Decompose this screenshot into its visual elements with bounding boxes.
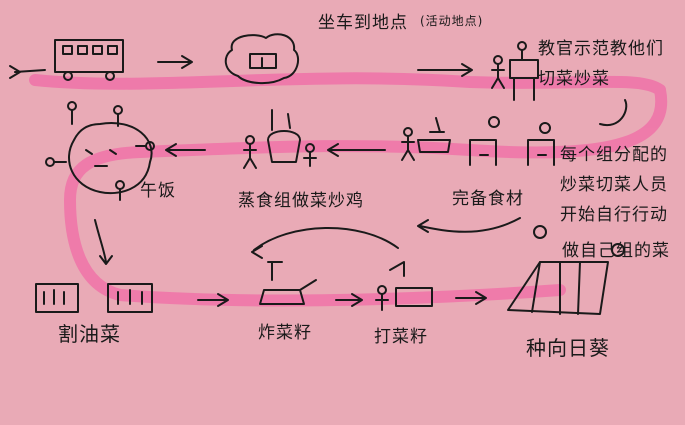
label-teacher-demo: 教官示范教他们切菜炒菜: [538, 39, 664, 89]
arrow-icon: [94, 219, 113, 265]
label-get-on-bus: 坐车到地点: [318, 13, 408, 33]
arrow-icon: [455, 291, 487, 305]
lunch-table-icon: [45, 101, 155, 201]
label-sow: 种向日葵: [526, 336, 610, 360]
label-harvest: 割油菜: [58, 322, 121, 346]
label-assign: 每个组分配的炒菜切菜人员开始自行行动: [560, 145, 668, 225]
destination-icon: [224, 33, 300, 84]
label-lunch: 午饭: [140, 181, 176, 201]
label-prepare: 完备食材: [452, 189, 524, 209]
bus-icon: [9, 39, 124, 81]
arrow-icon: [197, 293, 229, 307]
threshing-icon: [375, 261, 433, 311]
label-fry: 炸菜籽: [258, 323, 312, 343]
label-cook: 蒸食组做菜炒鸡: [238, 191, 364, 211]
frying-pan-icon: [259, 261, 317, 305]
curve-arrow-icon: [251, 227, 399, 259]
arrow-icon: [335, 293, 363, 307]
label-thresh: 打菜籽: [374, 327, 428, 347]
rapeseed-field-icon: [35, 283, 153, 313]
curve-arrow-icon: [417, 217, 521, 233]
kitchen-stations-icon: [401, 99, 628, 166]
sketch-ink: [9, 33, 628, 315]
teacher-demo-icon: [491, 41, 539, 101]
arrow-icon: [327, 143, 386, 157]
arrow-icon: [417, 63, 473, 77]
label-activity-note: (活动地点): [420, 14, 484, 28]
arrow-icon: [165, 143, 206, 157]
cooking-group-icon: [243, 109, 317, 169]
flow-path: [29, 72, 668, 307]
arrow-icon: [157, 55, 193, 69]
sunflower-field-icon: [507, 225, 625, 315]
label-each-group: 做自己组的菜: [562, 241, 670, 261]
